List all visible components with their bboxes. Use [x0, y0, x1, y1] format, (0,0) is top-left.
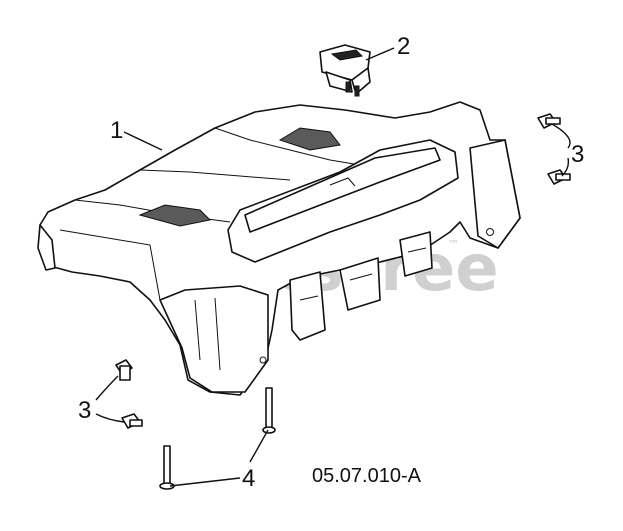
callout-2: 2: [397, 33, 410, 60]
callout-3-upper: 3: [571, 141, 584, 168]
watermark-trademark: ™: [448, 238, 459, 251]
bolt-lower-b[interactable]: [121, 413, 143, 429]
callout-4: 4: [242, 465, 255, 492]
switch-part[interactable]: [319, 44, 371, 97]
leader-lines: [95, 47, 571, 487]
pin-right[interactable]: [262, 387, 276, 434]
callout-3-lower: 3: [78, 397, 91, 424]
bolt-lower-a[interactable]: [115, 359, 133, 381]
hood-assembly[interactable]: [37, 101, 521, 396]
pin-left[interactable]: [159, 445, 175, 490]
callout-1: 1: [110, 117, 123, 144]
bolt-upper-b[interactable]: [547, 169, 571, 185]
bolt-upper-a[interactable]: [537, 113, 561, 129]
figure-code: 05.07.010-A: [312, 465, 422, 487]
